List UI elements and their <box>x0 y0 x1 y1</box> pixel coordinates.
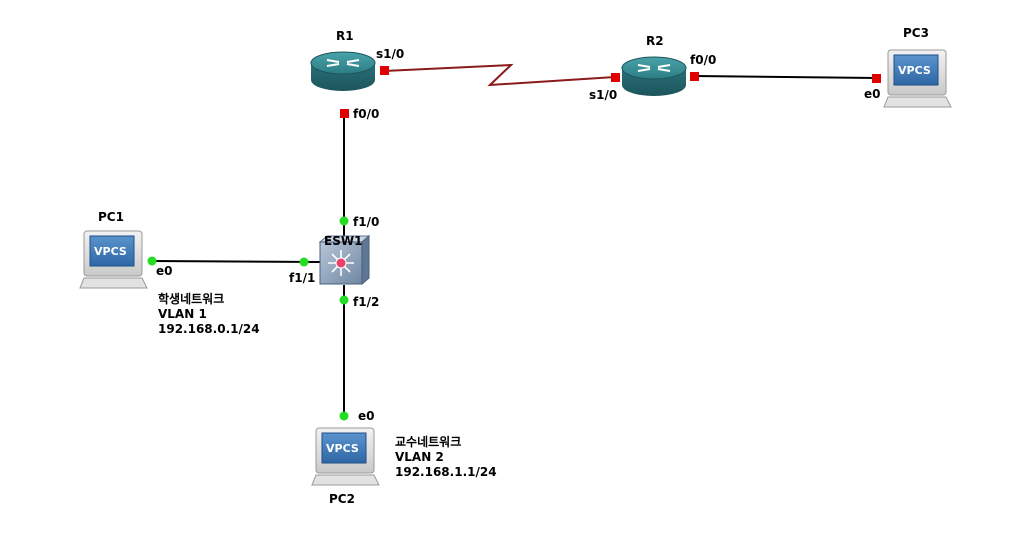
iface-label-pc3-e0: e0 <box>864 87 881 101</box>
router-r1[interactable]: R1 <box>310 29 376 91</box>
interface-labels: s1/0 f0/0 s1/0 f0/0 e0 f1/0 f1/1 f1/2 e0… <box>156 47 881 423</box>
port-r1-s1-0[interactable] <box>380 66 389 75</box>
port-pc3-e0[interactable] <box>872 74 881 83</box>
note-pc1: 학생네트워크 VLAN 1 192.168.0.1/24 <box>158 291 260 336</box>
iface-label-r2-s1-0: s1/0 <box>589 88 617 102</box>
iface-label-esw1-f1-2: f1/2 <box>353 295 379 309</box>
vpcs-computer-icon <box>883 49 952 108</box>
vpcs-computer-icon <box>79 230 148 289</box>
pc-pc3[interactable]: VPCS PC3 <box>883 26 952 108</box>
port-esw1-f1-2[interactable] <box>339 295 349 305</box>
note-line: VLAN 2 <box>395 450 444 464</box>
router-icon <box>621 56 687 96</box>
note-line: 192.168.0.1/24 <box>158 322 260 336</box>
link-pc1-esw1[interactable] <box>151 260 321 263</box>
port-esw1-f1-1[interactable] <box>299 257 309 267</box>
port-esw1-f1-0[interactable] <box>339 216 349 226</box>
vpcs-computer-icon <box>311 427 380 486</box>
node-label-pc3: PC3 <box>903 26 929 40</box>
link-r2-pc3[interactable] <box>693 75 878 79</box>
note-line: 학생네트워크 <box>158 291 224 306</box>
port-r1-f0-0[interactable] <box>340 109 349 118</box>
note-line: 192.168.1.1/24 <box>395 465 497 479</box>
iface-label-esw1-f1-1: f1/1 <box>289 271 315 285</box>
pc-pc2[interactable]: VPCS PC2 <box>311 427 380 506</box>
vpcs-badge: VPCS <box>326 442 359 455</box>
node-label-pc2: PC2 <box>329 492 355 506</box>
port-pc2-e0[interactable] <box>339 411 349 421</box>
port-indicators <box>147 66 881 421</box>
note-line: VLAN 1 <box>158 307 207 321</box>
iface-label-pc1-e0: e0 <box>156 264 173 278</box>
note-line: 교수네트워크 <box>395 434 461 449</box>
iface-label-r1-s1-0: s1/0 <box>376 47 404 61</box>
note-pc2: 교수네트워크 VLAN 2 192.168.1.1/24 <box>395 434 497 479</box>
vpcs-badge: VPCS <box>94 245 127 258</box>
port-pc1-e0[interactable] <box>147 256 157 266</box>
switch-icon <box>318 234 371 286</box>
link-r1-r2-serial[interactable] <box>383 63 616 87</box>
iface-label-r2-f0-0: f0/0 <box>690 53 716 67</box>
router-r2[interactable]: R2 <box>621 34 687 96</box>
router-icon <box>310 51 376 91</box>
node-label-r1: R1 <box>336 29 354 43</box>
iface-label-r1-f0-0: f0/0 <box>353 107 379 121</box>
switch-esw1[interactable]: ESW1 <box>318 234 371 286</box>
port-r2-f0-0[interactable] <box>690 72 699 81</box>
vpcs-badge: VPCS <box>898 64 931 77</box>
port-r2-s1-0[interactable] <box>611 73 620 82</box>
node-label-esw1: ESW1 <box>324 234 362 248</box>
iface-label-esw1-f1-0: f1/0 <box>353 215 379 229</box>
pc-pc1[interactable]: VPCS PC1 <box>79 210 148 289</box>
node-label-pc1: PC1 <box>98 210 124 224</box>
iface-label-pc2-e0: e0 <box>358 409 375 423</box>
node-label-r2: R2 <box>646 34 664 48</box>
